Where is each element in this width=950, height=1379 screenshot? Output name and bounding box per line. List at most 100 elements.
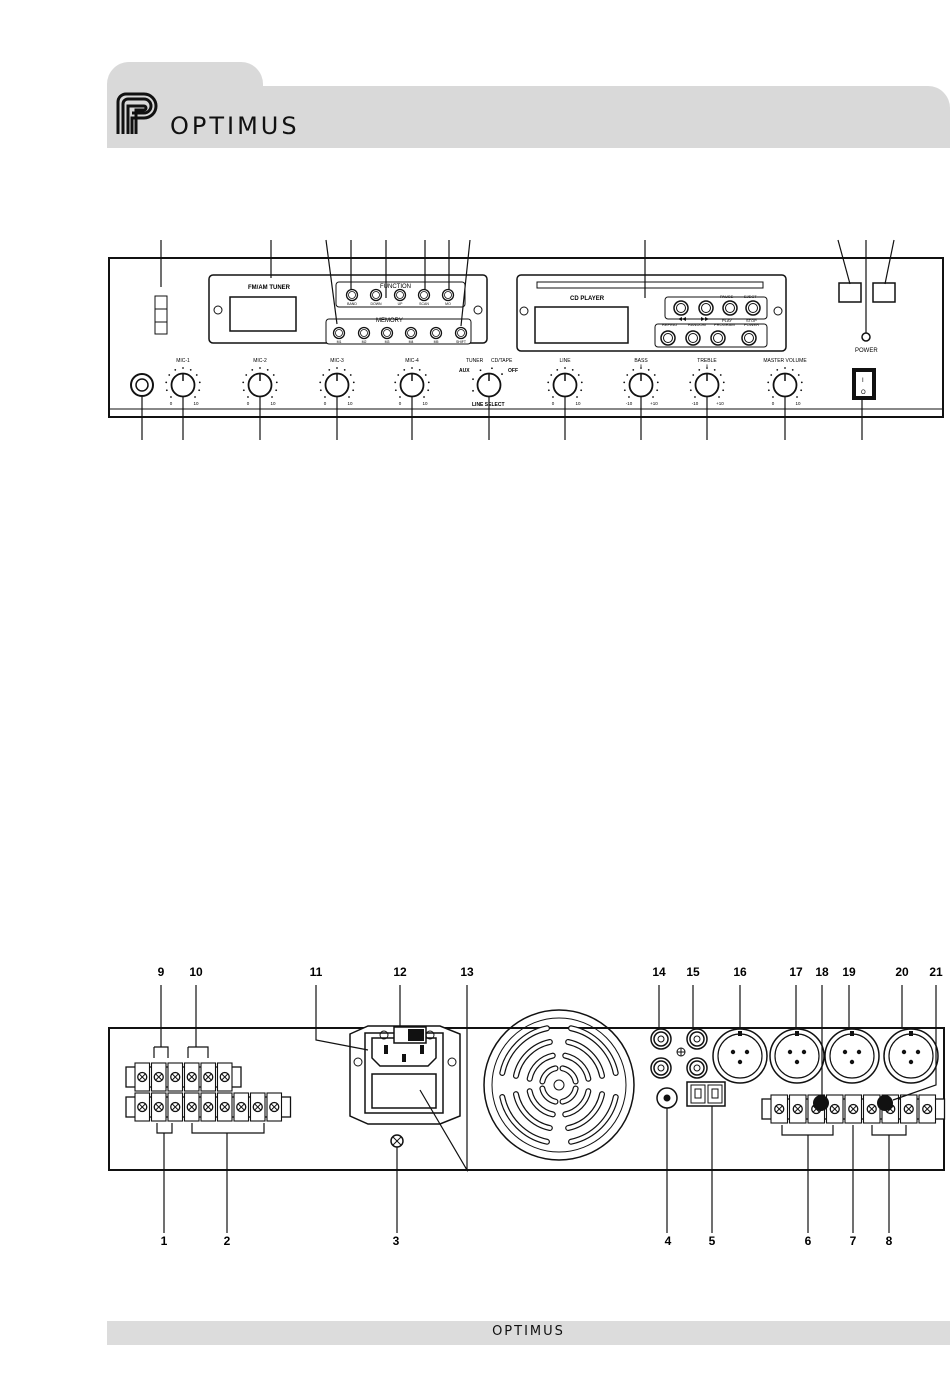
xlr-input-1[interactable] (712, 1028, 768, 1084)
terminal-strip-1-2[interactable] (125, 1092, 292, 1122)
rca-jack-2[interactable] (686, 1028, 708, 1050)
remote-jack[interactable] (656, 1087, 678, 1109)
svg-text:0: 0 (772, 401, 775, 406)
rca-jack-3[interactable] (650, 1057, 672, 1079)
svg-text:10: 10 (422, 401, 428, 406)
spring-terminal[interactable] (686, 1081, 726, 1107)
svg-text:10: 10 (575, 401, 581, 406)
cd-label-eject: EJECT (744, 294, 757, 299)
svg-text:BAND: BAND (347, 302, 357, 306)
svg-text:10: 10 (193, 401, 199, 406)
headphone-jack[interactable] (130, 373, 154, 397)
footer-band: OPTIMUS (107, 1321, 950, 1345)
front-indicator-right (872, 282, 896, 303)
callout-label-bottom-8: 8 (886, 1234, 893, 1248)
svg-text:M1: M1 (337, 340, 342, 344)
callout-label-top-7: 15 (686, 965, 700, 979)
function-label: FUNCTION (380, 284, 411, 290)
memory-button-m2[interactable]: M2 (357, 326, 371, 345)
callout-label-bottom-4: 4 (665, 1234, 672, 1248)
cd-button-7[interactable] (710, 330, 726, 346)
input-gain-knob-2[interactable] (877, 1095, 893, 1111)
callout-label-top-8: 16 (733, 965, 747, 979)
header-band (107, 86, 950, 148)
svg-text:10: 10 (270, 401, 276, 406)
memory-button-m4[interactable]: M4 (404, 326, 418, 345)
svg-text:DOWN: DOWN (370, 302, 382, 306)
cd-button-3[interactable] (722, 300, 738, 316)
function-button-up[interactable]: UP (393, 288, 407, 307)
terminal-strip-9-10[interactable] (125, 1062, 242, 1092)
power-switch[interactable]: I O (852, 368, 876, 400)
svg-text:10: 10 (347, 401, 353, 406)
front-left-slider (154, 295, 168, 335)
rca-jack-4[interactable] (686, 1057, 708, 1079)
memory-button-shift[interactable]: SHIFT (454, 326, 468, 345)
cd-button-1[interactable] (673, 300, 689, 316)
xlr-input-2[interactable] (769, 1028, 825, 1084)
selector-aux: AUX (459, 368, 470, 374)
svg-text:SCAN: SCAN (419, 302, 429, 306)
cd-label-random: RANDOM (688, 322, 706, 327)
svg-text:0: 0 (247, 401, 250, 406)
memory-button-m1[interactable]: M1 (332, 326, 346, 345)
terminal-strip-6-8[interactable] (761, 1094, 946, 1124)
xlr-input-4[interactable] (883, 1028, 939, 1084)
svg-text:UP: UP (398, 302, 404, 306)
svg-text:-10: -10 (692, 401, 699, 406)
cd-button-6[interactable] (685, 330, 701, 346)
svg-text:0: 0 (399, 401, 402, 406)
svg-text:TREBLE: TREBLE (697, 358, 717, 364)
cd-module: CD PLAYER PAUSE EJECT PLAY STOP REPEAT R… (516, 274, 787, 352)
knob-treble[interactable]: TREBLE-10+100 (689, 358, 725, 406)
selector-cdtape: CD/TAPE (491, 358, 513, 364)
xlr-input-3[interactable] (824, 1028, 880, 1084)
cd-button-8[interactable] (741, 330, 757, 346)
knob-mic-2[interactable]: MIC-2 0 10 (242, 358, 278, 406)
memory-button-m3[interactable]: M3 (380, 326, 394, 345)
cd-label-power: POWER (744, 322, 759, 327)
next-track-icon (701, 317, 709, 321)
rca-jack-1[interactable] (650, 1028, 672, 1050)
callout-label-top-3: 11 (310, 965, 323, 979)
callout-label-top-2: 10 (189, 965, 203, 979)
selector-off: OFF (508, 368, 518, 374)
function-button-scan[interactable]: SCAN (417, 288, 431, 307)
selector-tuner: TUNER (466, 358, 484, 364)
line-select-knob[interactable] (472, 367, 503, 398)
fan-grille (483, 1009, 635, 1161)
voltage-selector[interactable] (379, 1026, 435, 1044)
svg-text:0: 0 (170, 401, 173, 406)
cd-title: CD PLAYER (570, 296, 605, 302)
svg-text:MIC-2: MIC-2 (253, 358, 267, 364)
svg-text:0: 0 (552, 401, 555, 406)
memory-button-m5[interactable]: M5 (429, 326, 443, 345)
function-button-band[interactable]: BAND (345, 288, 359, 307)
cd-button-2[interactable] (698, 300, 714, 316)
ground-screw (390, 1134, 404, 1148)
function-button-down[interactable]: DOWN (369, 288, 383, 307)
function-button-mo[interactable]: MO (441, 288, 455, 307)
svg-text:SHIFT: SHIFT (456, 340, 467, 344)
callout-label-top-6: 14 (652, 965, 666, 979)
svg-text:0: 0 (640, 363, 643, 368)
callout-label-bottom-3: 3 (393, 1234, 400, 1248)
callout-label-top-5: 13 (460, 965, 474, 979)
svg-text:10: 10 (795, 401, 801, 406)
cd-button-5[interactable] (660, 330, 676, 346)
callout-label-bottom-7: 7 (850, 1234, 857, 1248)
svg-text:M4: M4 (409, 340, 414, 344)
input-gain-knob-1[interactable] (813, 1095, 829, 1111)
cd-button-4[interactable] (745, 300, 761, 316)
callout-label-top-4: 12 (393, 965, 407, 979)
fuse-holder[interactable] (371, 1073, 437, 1109)
knob-bass[interactable]: BASS-10+100 (623, 358, 659, 406)
svg-text:-10: -10 (626, 401, 633, 406)
